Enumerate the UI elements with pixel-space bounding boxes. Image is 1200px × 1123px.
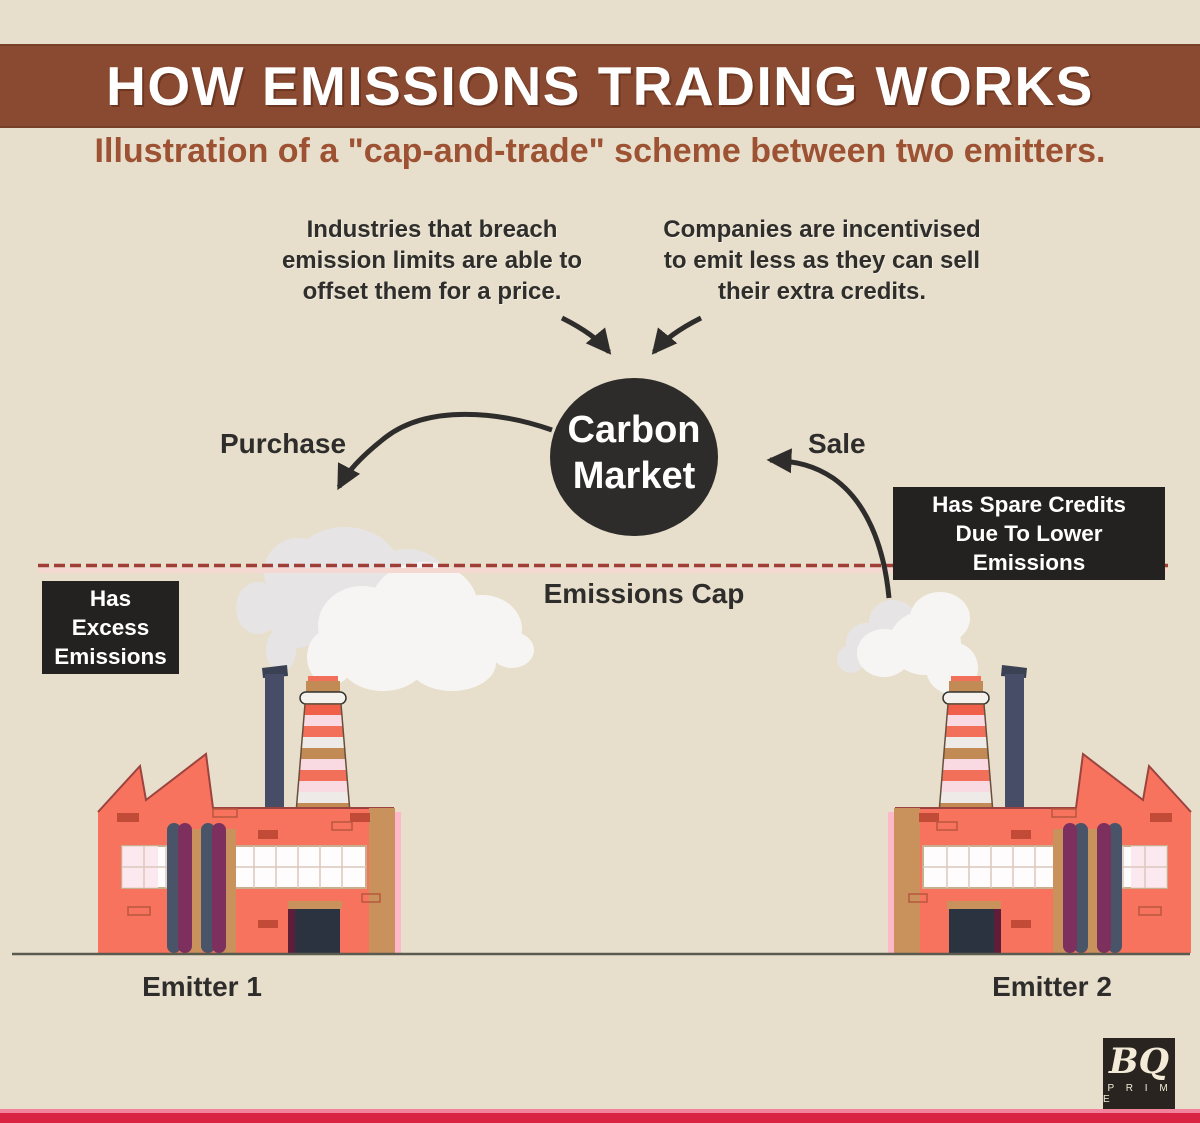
factory-emitter2 (888, 665, 1191, 953)
bq-logo-text: BQ (1108, 1041, 1170, 1082)
smoke-emitter2 (837, 592, 979, 706)
sale-label: Sale (808, 428, 866, 459)
page-title: HOW EMISSIONS TRADING WORKS (106, 55, 1094, 117)
arrow-right-note-to-market (651, 315, 703, 355)
note-sale-side: Companies are incentivised to emit less … (663, 216, 981, 305)
emitter1-name: Emitter 1 (142, 971, 262, 1002)
emitter2-status-badge: Has Spare Credits Due To Lower Emissions (893, 487, 1165, 580)
bottom-pink-strip (0, 1109, 1200, 1113)
carbon-market-circle (550, 378, 718, 536)
bq-prime-text: P R I M E (1103, 1083, 1173, 1105)
emissions-cap-label: Emissions Cap (543, 578, 745, 609)
purchase-arrow (336, 411, 553, 491)
emissions-cap-line (38, 563, 1168, 573)
arrow-left-note-to-market (560, 315, 612, 355)
note-purchase-side: Industries that breach emission limits a… (281, 216, 583, 305)
factory-emitter1 (98, 665, 401, 953)
title-banner: HOW EMISSIONS TRADING WORKS (0, 44, 1200, 128)
bq-prime-logo: BQ P R I M E (1103, 1038, 1175, 1110)
bottom-red-strip (0, 1113, 1200, 1123)
emitter2-name: Emitter 2 (992, 971, 1112, 1002)
page-subtitle: Illustration of a "cap-and-trade" scheme… (94, 132, 1106, 170)
purchase-label: Purchase (220, 428, 347, 459)
sale-arrow (766, 448, 892, 599)
smoke-emitter1 (236, 527, 534, 691)
carbon-market-label: Carbon Market (567, 409, 701, 497)
emitter1-status-badge: Has Excess Emissions (42, 581, 179, 674)
